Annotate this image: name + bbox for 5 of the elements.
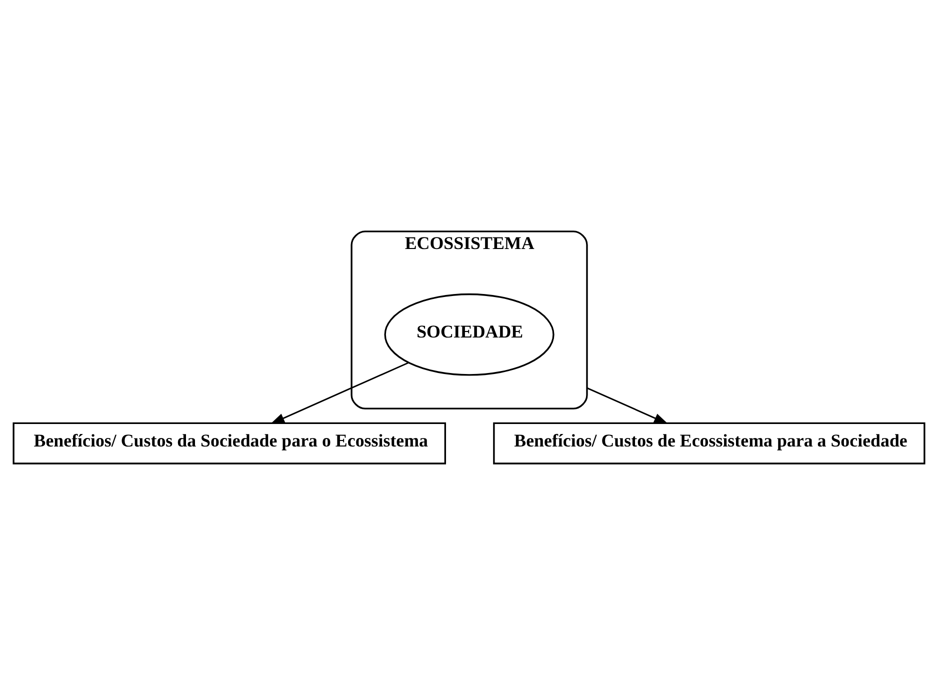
node-ellipse: SOCIEDADE [384,292,554,376]
node-box: Benefícios/ Custos da Sociedade para o Ecossistema [12,422,446,464]
arrow [270,362,408,424]
arrow [586,386,668,424]
node-box: Benefícios/ Custos de Ecossistema para a Sociedade [492,422,925,464]
